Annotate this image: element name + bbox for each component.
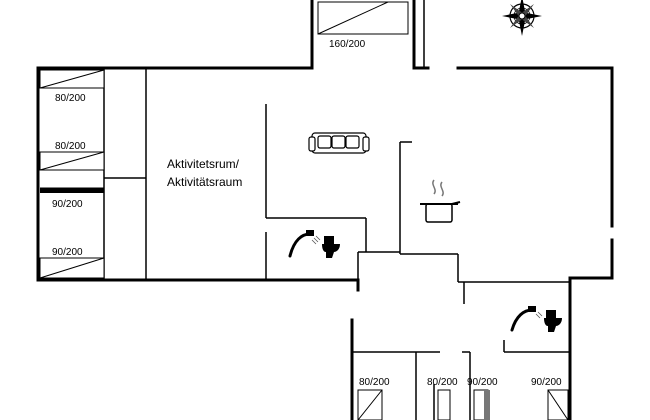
bed-label-bottom-2: 80/200 [427,377,458,388]
interior-walls [103,0,570,420]
bed-label-left-1: 80/200 [55,93,86,104]
bed-label-left-4: 90/200 [52,247,83,258]
bed-top-center [317,1,409,35]
shower-icon [288,230,321,258]
bed-label-bottom-1: 80/200 [359,377,390,388]
shower-icon-2 [510,306,543,332]
bed-bottom-2 [437,389,451,420]
sofa-icon [308,132,370,154]
toilet-icon [322,236,340,258]
bed-label-left-3: 90/200 [52,199,83,210]
kitchen-pot-icon [420,179,461,223]
bed-bottom-1 [357,389,383,420]
bed-left-3 [40,187,104,193]
room-label-line-2: Aktivitätsraum [167,175,242,189]
bed-bottom-4 [547,389,569,420]
bed-label-bottom-3: 90/200 [467,377,498,388]
room-label-line-1: Aktivitetsrum/ [167,157,240,171]
bed-label-left-2: 80/200 [55,141,86,152]
exterior-walls [36,0,614,420]
bed-left-1 [39,69,105,89]
toilet-icon-2 [544,310,562,332]
bed-label-top-center: 160/200 [329,39,366,50]
bed-left-4 [39,257,105,279]
compass-rose-icon [502,0,542,36]
bed-bottom-3 [473,389,490,420]
bed-label-bottom-4: 90/200 [531,377,562,388]
bed-left-2 [39,151,105,171]
